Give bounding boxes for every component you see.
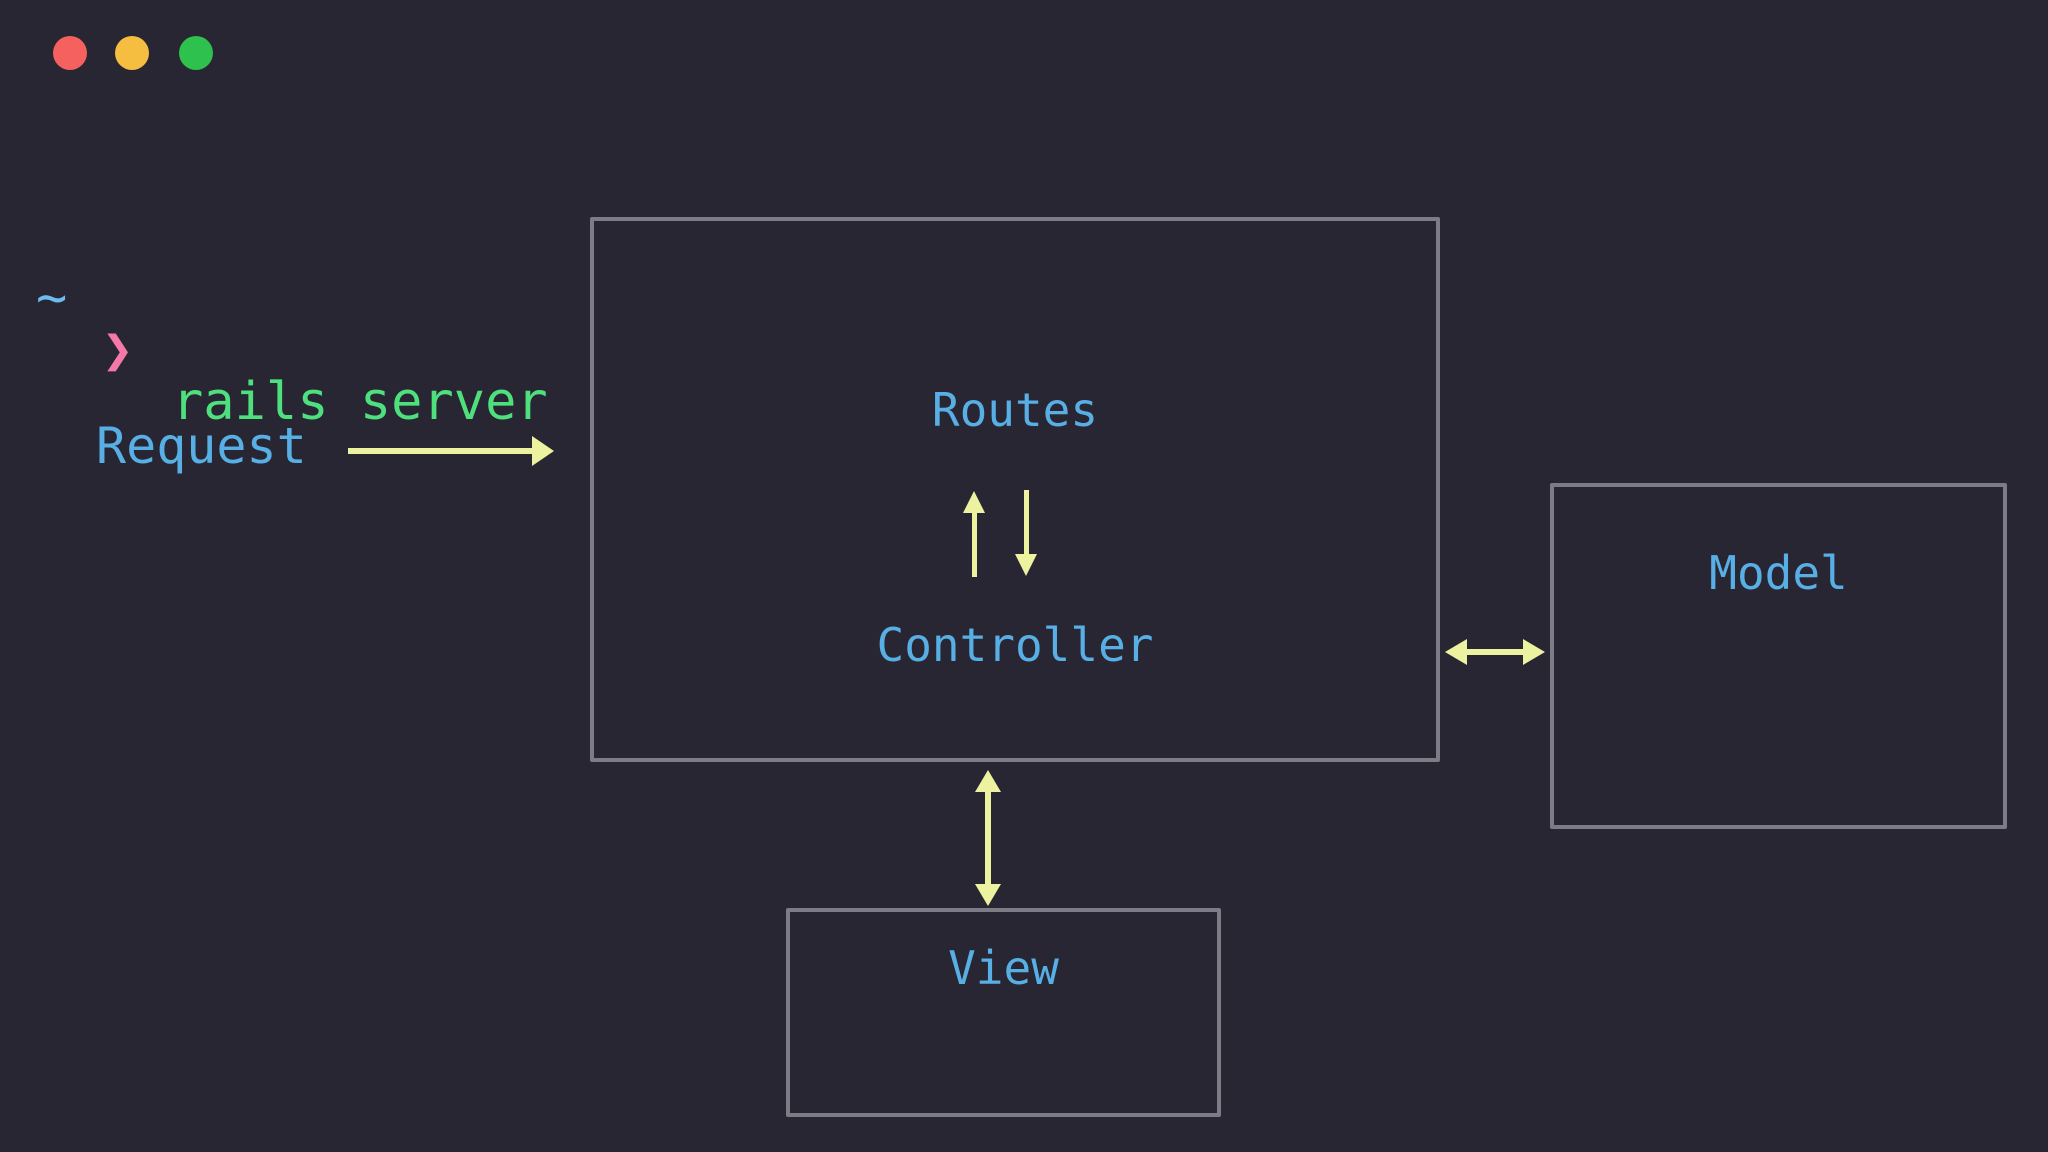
model-label: Model bbox=[1709, 546, 1848, 600]
bottom-arrowhead-icon bbox=[975, 884, 1001, 906]
close-window-icon[interactable] bbox=[53, 36, 87, 70]
routes-controller-box: Routes Controller bbox=[590, 217, 1440, 762]
request-arrowhead-icon bbox=[532, 436, 554, 466]
down-arrowhead-icon bbox=[1015, 554, 1037, 576]
right-arrowhead-icon bbox=[1523, 639, 1545, 665]
left-arrowhead-icon bbox=[1445, 639, 1467, 665]
view-box: View bbox=[786, 908, 1221, 1117]
up-arrowhead-icon bbox=[963, 491, 985, 513]
routes-to-controller-arrow bbox=[1013, 490, 1039, 576]
prompt-path-symbol: ~ bbox=[36, 268, 68, 328]
terminal-prompt-line: ~ ❯ rails server bbox=[36, 220, 656, 428]
controller-label: Controller bbox=[876, 618, 1154, 672]
controller-to-routes-arrow bbox=[961, 491, 987, 577]
view-label: View bbox=[948, 941, 1059, 995]
model-arrow-shaft bbox=[1465, 649, 1525, 655]
request-label: Request bbox=[96, 417, 307, 475]
down-arrow-shaft bbox=[1023, 490, 1029, 556]
maximize-window-icon[interactable] bbox=[179, 36, 213, 70]
routes-label: Routes bbox=[931, 383, 1099, 437]
up-arrow-shaft bbox=[971, 511, 977, 577]
request-arrow-shaft bbox=[348, 448, 532, 454]
terminal-command: rails server bbox=[172, 372, 548, 432]
top-arrowhead-icon bbox=[975, 770, 1001, 792]
controller-model-arrow bbox=[1445, 639, 1545, 665]
model-box: Model bbox=[1550, 483, 2007, 829]
prompt-chevron-icon: ❯ bbox=[102, 320, 134, 380]
view-arrow-shaft bbox=[985, 790, 991, 886]
controller-view-arrow bbox=[975, 770, 1001, 906]
minimize-window-icon[interactable] bbox=[115, 36, 149, 70]
request-arrow bbox=[348, 436, 554, 466]
